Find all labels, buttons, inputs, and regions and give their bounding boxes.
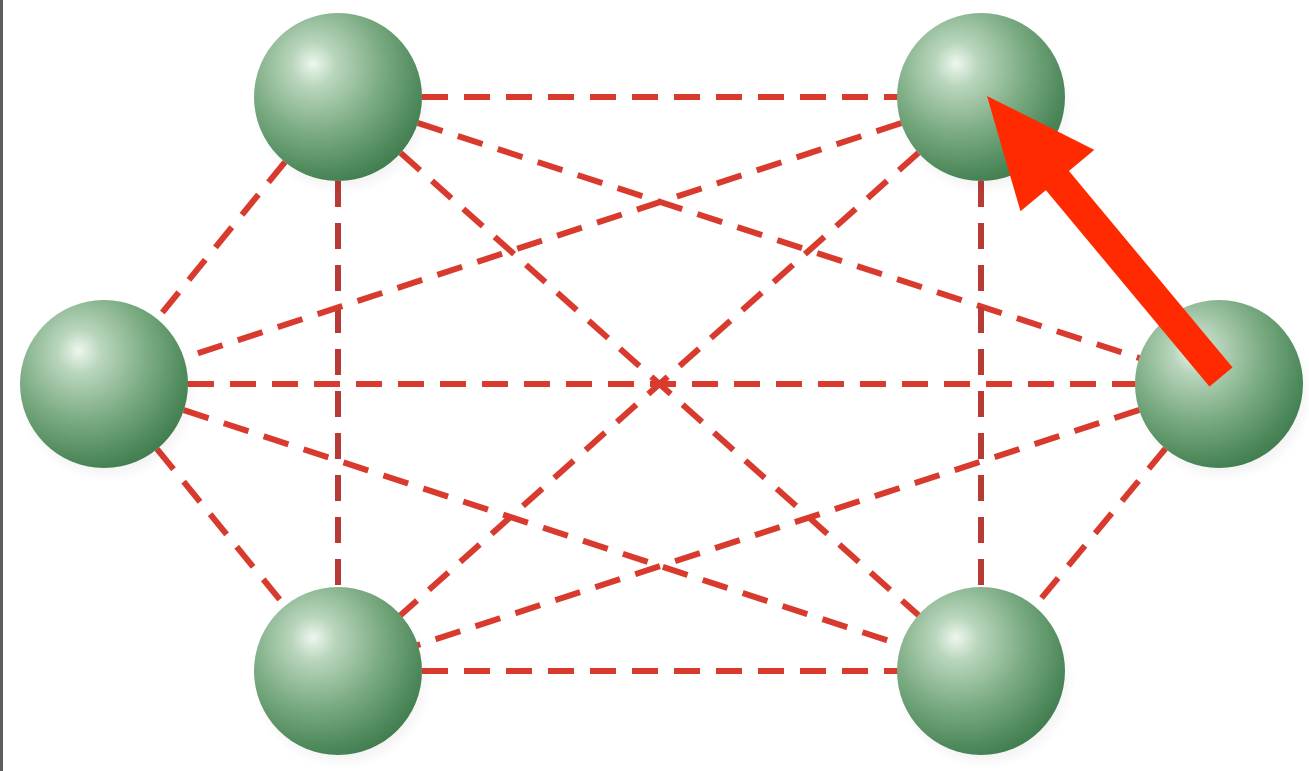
node-bottom-left	[252, 587, 432, 769]
node-bottom-right	[895, 587, 1075, 769]
window-edge	[0, 0, 3, 771]
edge-n1-n4	[337, 94, 1220, 387]
node-sphere	[897, 587, 1065, 755]
edge-n3-n6	[103, 381, 982, 674]
node-sphere	[20, 300, 188, 468]
node-sphere	[254, 13, 422, 181]
nodes	[18, 13, 1309, 769]
arrow-head	[987, 96, 1095, 212]
node-middle-left	[18, 300, 198, 482]
node-middle-right	[1133, 300, 1309, 482]
arrow-shaft	[1040, 164, 1233, 387]
edge-n2-n3	[103, 94, 982, 387]
edge-n4-n5	[337, 381, 1220, 674]
node-sphere	[254, 587, 422, 755]
highlight-arrow	[987, 96, 1233, 387]
node-top-left	[252, 13, 432, 195]
